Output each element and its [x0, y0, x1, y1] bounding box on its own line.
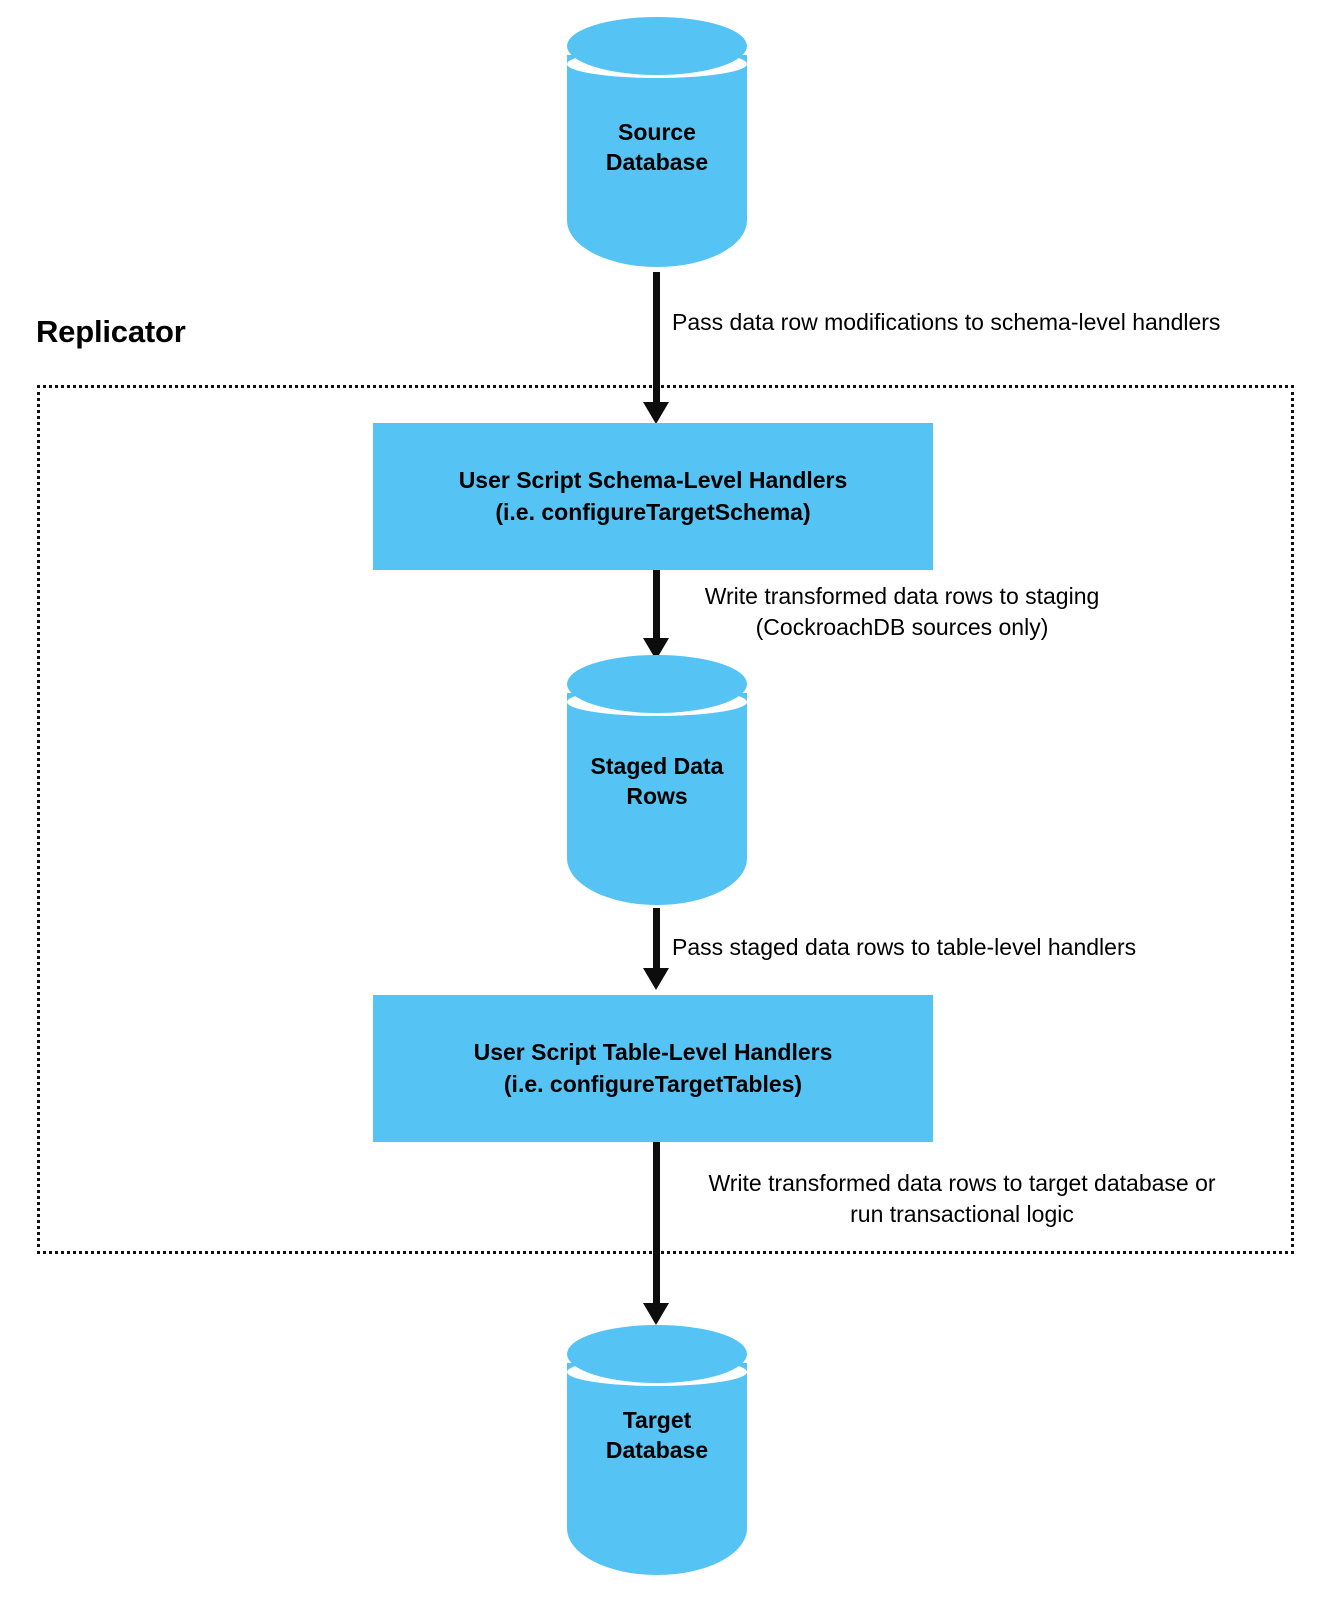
edge-schema-to-staged-label: Write transformed data rows to staging (…	[704, 583, 1100, 640]
node-staged-data-rows: Staged Data Rows	[567, 655, 747, 905]
cylinder-body	[567, 1363, 747, 1575]
edge-table-to-target-line	[653, 1142, 660, 1307]
node-source-database-label: Source Database	[605, 119, 709, 176]
edge-staged-to-table-line	[653, 908, 660, 972]
edge-table-to-target-label: Write transformed data rows to target da…	[708, 1170, 1216, 1227]
node-schema-level-handlers-label: User Script Schema-Level Handlers (i.e. …	[458, 467, 848, 525]
node-schema-level-handlers: User Script Schema-Level Handlers (i.e. …	[373, 423, 933, 570]
replicator-boundary	[37, 385, 1294, 1254]
edge-schema-to-staged-arrowhead	[643, 638, 669, 660]
replicator-boundary-label: Replicator	[36, 314, 186, 349]
edge-schema-to-staged-line	[653, 570, 660, 643]
edge-staged-to-table-label: Pass staged data rows to table-level han…	[672, 934, 1137, 960]
edge-source-to-schema-label: Pass data row modifications to schema-le…	[672, 309, 1221, 335]
cylinder-body	[567, 55, 747, 267]
node-source-database: Source Database	[567, 17, 747, 267]
node-table-level-handlers-label: User Script Table-Level Handlers (i.e. c…	[473, 1039, 833, 1097]
edge-source-to-schema-line	[653, 272, 660, 405]
cylinder-top-ellipse	[567, 17, 747, 75]
node-table-level-handlers: User Script Table-Level Handlers (i.e. c…	[373, 995, 933, 1142]
edge-staged-to-table-arrowhead	[643, 968, 669, 990]
node-target-database: Target Database	[567, 1325, 747, 1575]
cylinder-body	[567, 693, 747, 905]
cylinder-top-ellipse	[567, 655, 747, 713]
edge-table-to-target-arrowhead	[643, 1303, 669, 1325]
node-staged-data-rows-label: Staged Data Rows	[590, 753, 724, 810]
node-target-database-label: Target Database	[605, 1407, 709, 1464]
edge-source-to-schema-arrowhead	[643, 402, 669, 424]
cylinder-top-ellipse	[567, 1325, 747, 1383]
